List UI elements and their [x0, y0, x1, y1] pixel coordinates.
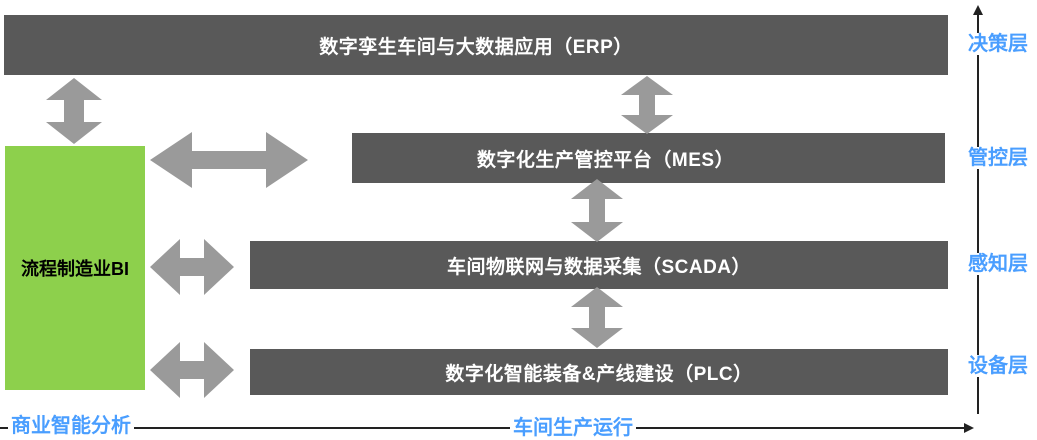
layer-label-decision: 决策层	[962, 33, 1034, 55]
layer-bar-plc: 数字化智能装备&产线建设（PLC）	[250, 349, 948, 395]
arrow-erp-mes	[621, 76, 673, 134]
double-arrow-horizontal-icon	[150, 239, 234, 295]
layer-label-control: 管控层	[962, 147, 1034, 169]
double-arrow-vertical-icon	[621, 76, 673, 134]
layer-bar-scada: 车间物联网与数据采集（SCADA）	[250, 241, 948, 289]
double-arrow-horizontal-icon	[150, 342, 234, 398]
layer-bar-mes: 数字化生产管控平台（MES）	[352, 133, 945, 183]
layer-bar-scada-label: 车间物联网与数据采集（SCADA）	[446, 256, 752, 278]
arrow-scada-plc	[571, 287, 623, 348]
double-arrow-vertical-icon	[571, 179, 623, 242]
layer-label-perception: 感知层	[962, 253, 1034, 275]
layer-label-equipment: 设备层	[962, 355, 1034, 377]
bottom-label-workshop-operation: 车间生产运行	[510, 416, 636, 440]
double-arrow-vertical-icon	[571, 287, 623, 348]
double-arrow-vertical-icon	[46, 78, 102, 144]
bi-box-label: 流程制造业BI	[21, 259, 129, 279]
arrow-bi-erp	[46, 78, 102, 144]
up-arrow-icon	[973, 5, 983, 15]
arrow-mes-scada	[571, 179, 623, 242]
bottom-label-bi-analysis: 商业智能分析	[8, 414, 134, 438]
arrow-bi-mes	[150, 132, 308, 188]
layer-axis-line	[977, 14, 979, 414]
right-arrow-icon	[964, 423, 974, 433]
double-arrow-horizontal-icon	[150, 132, 308, 188]
arrow-bi-scada	[150, 239, 234, 295]
layer-bar-mes-label: 数字化生产管控平台（MES）	[476, 149, 735, 171]
arrow-bi-plc	[150, 342, 234, 398]
bottom-axis-line	[0, 427, 966, 429]
layer-bar-plc-label: 数字化智能装备&产线建设（PLC）	[445, 363, 753, 385]
layer-bar-erp-label: 数字孪生车间与大数据应用（ERP）	[319, 36, 633, 58]
layer-bar-erp: 数字孪生车间与大数据应用（ERP）	[4, 15, 948, 75]
bi-box: 流程制造业BI	[5, 146, 145, 390]
